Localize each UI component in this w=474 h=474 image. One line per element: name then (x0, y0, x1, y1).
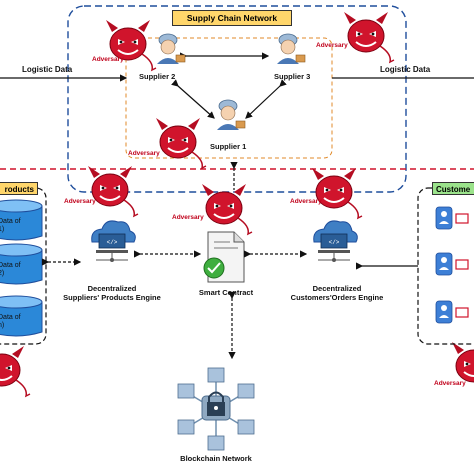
products-panel-tag: roducts (0, 182, 38, 195)
data-store-2-label: Data of 2) (0, 262, 21, 277)
suppliers-engine-icon (91, 220, 136, 263)
suppliers-engine-label: Decentralized Suppliers' Products Engine (63, 284, 161, 302)
supplier-1-label: Supplier 1 (210, 142, 247, 151)
adversary-devil-icon (87, 165, 139, 217)
adversary-label: Adversary (172, 214, 204, 221)
adversary-devil-icon (155, 117, 207, 169)
data-store-n (0, 295, 43, 337)
supplier-2-label: Supplier 2 (139, 72, 176, 81)
supplier-3-label: Supplier 3 (274, 72, 311, 81)
customer-icon (435, 300, 453, 324)
adversary-devil-icon (311, 167, 363, 219)
customers-engine-label: Decentralized Customers'Orders Engine (290, 284, 384, 302)
adversary-label: Adversary (290, 198, 322, 205)
customer-icon (435, 206, 453, 230)
supplier-3-icon (276, 33, 306, 65)
smart-contract-label: Smart Contract (198, 288, 254, 297)
logistic-data-left-label: Logistic Data (22, 65, 73, 74)
customer-icon (435, 252, 453, 276)
logistic-data-right-label: Logistic Data (380, 65, 431, 74)
customers-panel-tag: Custome (432, 182, 474, 195)
adversary-label: Adversary (128, 150, 160, 157)
adversary-label: Adversary (92, 56, 124, 63)
data-store-1 (0, 199, 43, 241)
adversary-label: Adversary (316, 42, 348, 49)
supplier-region-boundary (125, 37, 333, 159)
blockchain-network-icon (177, 367, 255, 451)
adversary-label: Adversary (434, 380, 466, 387)
customers-engine-icon (313, 220, 358, 263)
blockchain-network-label: Blockchain Network (180, 454, 252, 463)
adversary-label: Adversary (64, 198, 96, 205)
data-store-2 (0, 243, 43, 285)
smart-contract-icon (203, 231, 245, 283)
supplier2-supplier1-link (171, 79, 215, 119)
supplier-2-icon (156, 33, 186, 65)
data-store-n-label: Data of n) (0, 314, 21, 329)
supply-chain-network-title: Supply Chain Network (172, 10, 292, 26)
supplier3-supplier1-link (245, 79, 287, 119)
cart-icon (455, 213, 469, 318)
adversary-devil-icon (343, 11, 395, 63)
supplier-1-icon (216, 99, 246, 131)
data-store-1-label: Data of 1) (0, 218, 21, 233)
adversary-devil-icon (0, 345, 31, 397)
